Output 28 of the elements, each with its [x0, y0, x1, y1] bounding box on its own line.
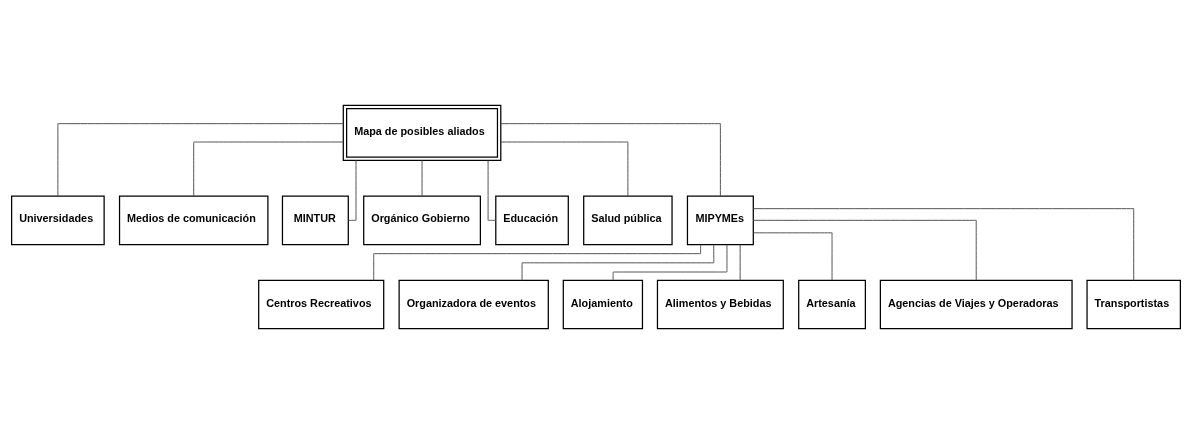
- node-box: Alojamiento: [562, 279, 644, 330]
- connector: [500, 141, 629, 197]
- connector: [348, 160, 357, 221]
- connector: [487, 160, 497, 221]
- node-box: Organizadora de eventos: [398, 279, 549, 330]
- connector: [500, 123, 721, 197]
- node-box: Medios de comunicación: [118, 195, 269, 246]
- node-box: Transportistas: [1086, 279, 1181, 330]
- connector: [752, 219, 977, 281]
- connector: [753, 232, 833, 281]
- node-box: MIPYMEs: [686, 195, 754, 246]
- connector: [753, 208, 1135, 281]
- node-box: Artesanía: [798, 279, 866, 330]
- node-box: Agencias de Viajes y Operadoras: [879, 279, 1073, 330]
- node-box: Universidades: [11, 195, 105, 246]
- node-box: Salud pública: [583, 195, 673, 246]
- connector: [421, 160, 423, 197]
- connector: [612, 244, 728, 281]
- node-box: Educación: [495, 195, 569, 246]
- node-box: MINTUR: [281, 195, 349, 246]
- connector: [193, 141, 344, 197]
- connector: [739, 244, 741, 281]
- node-box: Orgánico Gobierno: [363, 195, 481, 246]
- connector: [57, 123, 344, 197]
- connector: [521, 244, 715, 281]
- node-box: Alimentos y Bebidas: [656, 279, 784, 330]
- node-box: Centros Recreativos: [258, 279, 385, 330]
- connector: [373, 244, 702, 281]
